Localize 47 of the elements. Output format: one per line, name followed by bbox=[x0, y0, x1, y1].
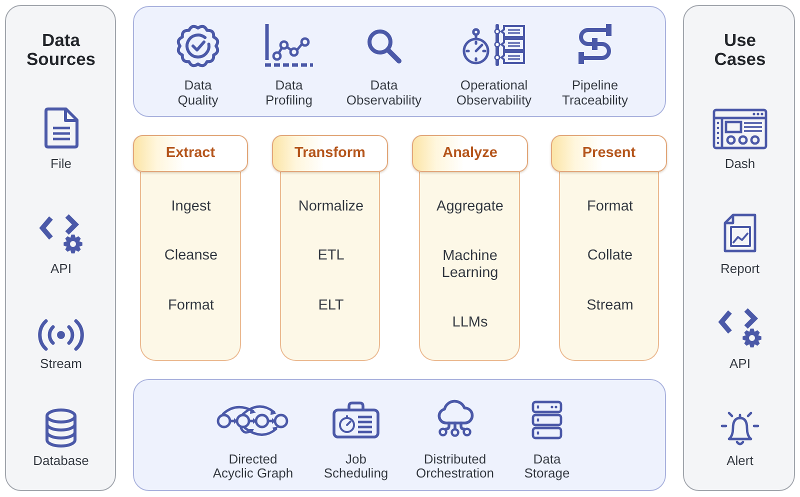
step-label: Normalize bbox=[298, 198, 364, 216]
capability-band bbox=[133, 379, 666, 491]
capability-label: Data Profiling bbox=[265, 78, 313, 108]
step-label: Machine Learning bbox=[441, 248, 499, 282]
step-label: LLMs bbox=[452, 314, 488, 332]
item-label: Alert bbox=[726, 454, 754, 468]
step-label: Stream bbox=[586, 298, 634, 314]
item-label: API bbox=[729, 356, 751, 372]
side-panel bbox=[5, 5, 116, 491]
step-label: ETL bbox=[317, 248, 345, 264]
stage-title: Extract bbox=[166, 145, 216, 162]
step-label: Cleanse bbox=[164, 248, 218, 264]
capability-label: Data Quality bbox=[177, 78, 219, 108]
item-label: Stream bbox=[40, 356, 82, 372]
stage-header bbox=[272, 135, 388, 172]
item-label: Report bbox=[720, 262, 760, 276]
capability-label: Directed Acyclic Graph bbox=[212, 452, 294, 481]
stage-title: Transform bbox=[294, 145, 366, 162]
item-label: File bbox=[50, 156, 72, 172]
item-label: API bbox=[50, 262, 72, 276]
capability-label: Operational Observability bbox=[456, 78, 532, 108]
stage-header bbox=[133, 135, 248, 172]
side-panel bbox=[683, 5, 795, 491]
step-label: Ingest bbox=[170, 198, 212, 216]
step-label: Collate bbox=[586, 248, 634, 264]
stage-title: Present bbox=[582, 145, 636, 162]
step-label: Format bbox=[168, 298, 214, 314]
capability-label: Data Storage bbox=[524, 452, 570, 481]
item-label: Dash bbox=[724, 156, 756, 172]
item-label: Database bbox=[32, 454, 90, 468]
capability-band bbox=[133, 6, 666, 117]
step-label: ELT bbox=[318, 298, 344, 314]
capability-label: Pipeline Traceability bbox=[562, 78, 628, 108]
panel-title: Use Cases bbox=[714, 31, 766, 69]
stage-column bbox=[419, 172, 520, 361]
capability-label: Data Observability bbox=[346, 78, 422, 108]
stage-title: Analyze bbox=[442, 145, 498, 162]
stage-column bbox=[559, 172, 659, 361]
capability-label: Job Scheduling bbox=[323, 452, 389, 481]
step-label: Aggregate bbox=[436, 198, 504, 216]
stage-header bbox=[551, 135, 667, 172]
stage-column bbox=[140, 172, 241, 361]
stage-header bbox=[412, 135, 528, 172]
step-label: Format bbox=[586, 198, 634, 216]
stage-column bbox=[280, 172, 380, 361]
panel-title: Data Sources bbox=[26, 31, 96, 69]
capability-label: Distributed Orchestration bbox=[415, 452, 495, 481]
